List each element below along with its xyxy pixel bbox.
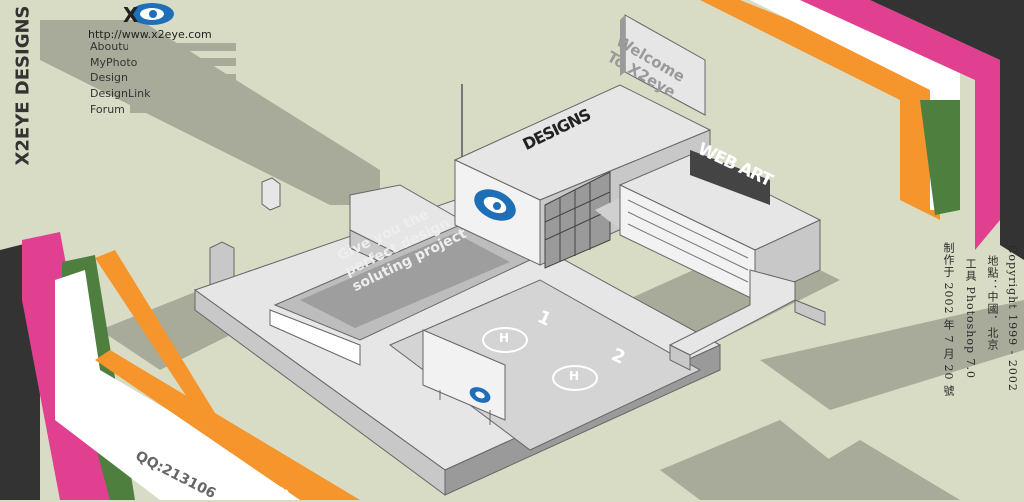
walkway xyxy=(668,269,826,371)
brand-url[interactable]: http://www.x2eye.com xyxy=(88,28,212,41)
svg-text:X: X xyxy=(123,3,139,27)
web-art-wing xyxy=(618,150,822,301)
nav-myphoto-bar xyxy=(142,58,236,66)
nav-designlink-bar xyxy=(158,90,236,98)
roof-billboard xyxy=(620,14,706,116)
nav-myphoto[interactable]: MyPhoto xyxy=(90,56,138,69)
copyright-line3: 工具 Photoshop 7.0 xyxy=(964,258,977,380)
nav-aboutus-bar xyxy=(128,43,236,51)
copyright-line4: 制作于 2002 年 7 月 20 號 xyxy=(942,242,955,397)
nav-design-bar xyxy=(133,74,236,82)
helipad-2 xyxy=(552,365,598,391)
copyright-line1: Copyright 1999 - 2002 xyxy=(1006,245,1019,392)
front-billboard xyxy=(422,329,506,425)
x2eye-logo: X xyxy=(123,3,174,27)
helipad-1 xyxy=(482,327,528,353)
banner-slab xyxy=(269,224,532,366)
left-stripes xyxy=(0,232,360,500)
nav-designlink[interactable]: DesignLink xyxy=(90,87,151,100)
nav-design[interactable]: Design xyxy=(90,71,128,84)
copyright-line2: 地點：中國．北京 xyxy=(986,255,999,351)
building-logo xyxy=(474,189,516,221)
vertical-brand-title: X2EYE DESIGNS xyxy=(12,5,34,166)
nav-forum-bar xyxy=(130,105,236,113)
helipad-floor xyxy=(389,279,702,451)
nav-forum[interactable]: Forum xyxy=(90,103,125,116)
nav-aboutus[interactable]: Aboutus xyxy=(90,40,136,53)
helipad-1-letter: H xyxy=(499,331,510,345)
helipad-2-letter: H xyxy=(569,369,580,383)
right-stripes xyxy=(700,0,1024,260)
